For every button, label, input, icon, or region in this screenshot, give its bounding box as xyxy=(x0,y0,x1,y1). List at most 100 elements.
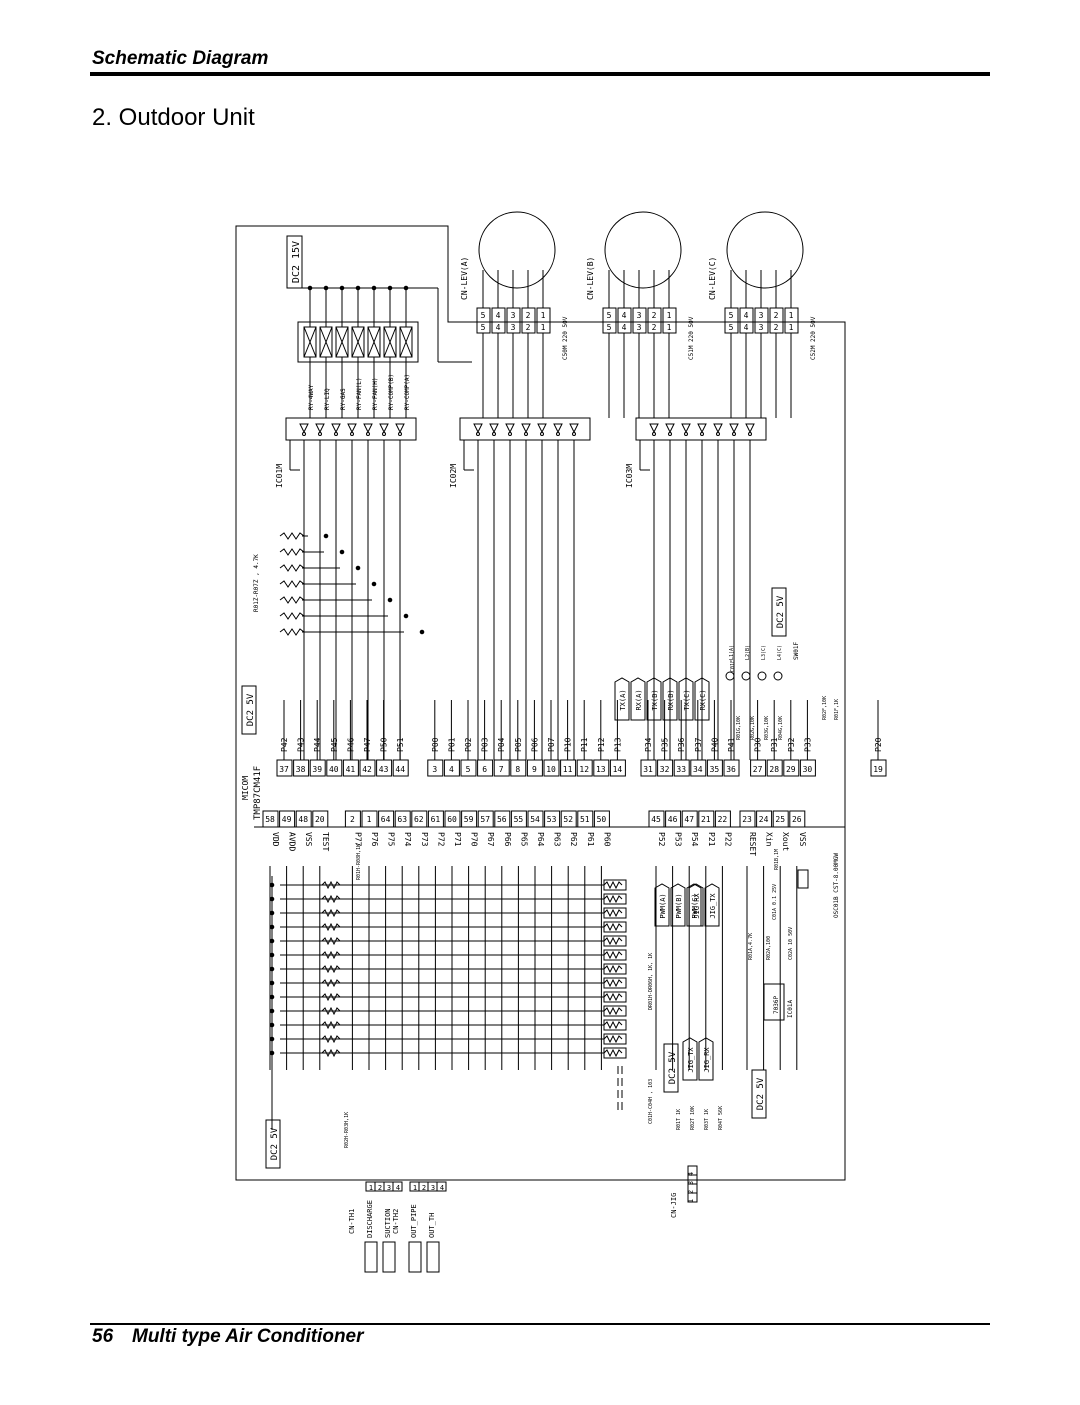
reset-ic-body xyxy=(763,983,785,1021)
micom-pin-box xyxy=(262,810,279,828)
micom-pin-box xyxy=(312,810,329,828)
buffer-gate xyxy=(299,423,309,434)
pin-number: 5 xyxy=(481,323,486,332)
pin-number: 4 xyxy=(496,311,501,320)
supply-5v-label: DC2 5V xyxy=(270,1127,280,1160)
micom-pin-number: 41 xyxy=(346,765,356,774)
relay-label: RY-LIQ xyxy=(324,388,331,410)
input-resistor xyxy=(321,936,341,946)
micom-pin-number: 33 xyxy=(676,765,686,774)
micom-pin-box xyxy=(477,810,494,828)
relay-label: RY-4WAY xyxy=(308,384,315,410)
reset-ic-label: IC01A xyxy=(787,1000,794,1018)
signal-tag-label: TX(C) xyxy=(683,689,691,710)
micom-label: MICOM xyxy=(241,776,250,800)
junction-dot xyxy=(387,597,393,603)
capacitor-label: C52M 220 50V xyxy=(810,316,817,360)
connector-pin-number: 3 xyxy=(687,1181,695,1185)
micom-pin-name: P42 xyxy=(280,737,289,752)
connector-pin xyxy=(687,1192,698,1203)
micom-pin-number: 46 xyxy=(668,815,678,824)
micom-pin-number: 23 xyxy=(742,815,752,824)
resistor-note: R01H-R08H,1K xyxy=(356,844,362,880)
relay-label: RY-FAN(H) xyxy=(372,377,379,410)
micom-pin-name: P53 xyxy=(674,832,683,847)
driver-ic-body xyxy=(459,417,591,441)
supply-5v-label: DC2 5V xyxy=(756,1077,766,1110)
signal-tag: TX(B) xyxy=(646,677,662,721)
connector-pin-number: 3 xyxy=(431,1184,435,1192)
signal-tag-label: RX(B) xyxy=(667,689,675,710)
supply-5v-thermistor: DC2 5V xyxy=(265,1119,281,1169)
connector-pin-number: 4 xyxy=(687,1172,695,1176)
input-resistor xyxy=(321,880,341,890)
lev-motor xyxy=(478,211,556,289)
micom-pin-number: 59 xyxy=(464,815,474,824)
micom-pin-name: P12 xyxy=(597,737,606,752)
micom-pin-box xyxy=(527,810,544,828)
pin-number: 5 xyxy=(607,311,612,320)
micom-pin-number: 60 xyxy=(447,815,457,824)
resistor-note: R02H-R03H,1K xyxy=(344,1112,350,1148)
pin-number: 5 xyxy=(481,311,486,320)
led xyxy=(725,671,735,681)
header-rule xyxy=(90,72,990,76)
micom-pin-number: 14 xyxy=(613,765,623,774)
input-resistor xyxy=(321,1006,341,1016)
supply-5v-label: DC2 5V xyxy=(246,693,256,726)
micom-pin-name: AVDD xyxy=(288,832,297,851)
input-resistor xyxy=(321,1048,341,1058)
micom-part-number: TMP87CM41F xyxy=(253,766,263,820)
micom-pin-name: P44 xyxy=(313,737,322,752)
signal-tag: RX(B) xyxy=(662,677,678,721)
driver-ic-label: IC02M xyxy=(449,464,458,488)
resistor-note: R01T 1K xyxy=(676,1109,682,1130)
micom-pin-box xyxy=(681,810,698,828)
pin-number: 1 xyxy=(541,311,546,320)
micom-pin-name: VSS xyxy=(304,832,313,847)
connector-pin-number: 4 xyxy=(396,1184,400,1192)
micom-pin-number: 62 xyxy=(414,815,424,824)
resistor-note: R01A,4.7K xyxy=(748,933,754,960)
junction-dot xyxy=(339,549,345,555)
signal-tag: JIG_TX xyxy=(682,1037,698,1081)
micom-pin-name: P73 xyxy=(420,832,429,847)
pin-number: 1 xyxy=(541,323,546,332)
thermistor-symbol xyxy=(382,1241,396,1273)
micom-pin-number: 55 xyxy=(514,815,524,824)
crystal xyxy=(797,869,809,889)
micom-pin-number: 5 xyxy=(466,765,471,774)
micom-pin-box xyxy=(544,810,561,828)
supply-5v-label: DC2 5V xyxy=(668,1051,678,1084)
micom-pin-number: 30 xyxy=(803,765,813,774)
micom-pin-name: RESET xyxy=(748,832,757,856)
micom-pin-name: P47 xyxy=(363,737,372,752)
connector-pin-number: 2 xyxy=(378,1184,382,1192)
led-label: L1(A) xyxy=(729,645,735,660)
relay-label: RY-COMP(B) xyxy=(388,374,395,410)
micom-pin-name: P13 xyxy=(613,737,622,752)
lev-connector-label: CN-LEV(B) xyxy=(586,257,595,300)
pin-number: 1 xyxy=(667,323,672,332)
micom-pin-number: 32 xyxy=(660,765,670,774)
micom-pin-name: P50 xyxy=(380,737,389,752)
micom-pin-box xyxy=(560,810,577,828)
resistor-note: R04T 56K xyxy=(718,1106,724,1130)
micom-pin-box xyxy=(648,810,665,828)
micom-pin-name: TEST xyxy=(321,832,330,851)
pin-number: 2 xyxy=(652,323,657,332)
led-label: L4(C) xyxy=(777,645,783,660)
micom-pin-number: 61 xyxy=(431,815,441,824)
micom-pin-number: 38 xyxy=(296,765,306,774)
buffer-gate xyxy=(505,423,515,434)
micom-pin-box xyxy=(411,810,428,828)
micom-pin-name: P64 xyxy=(536,832,545,847)
micom-pin-number: 36 xyxy=(726,765,736,774)
signal-tag-label: JIG_TX xyxy=(709,893,717,919)
micom-pin-name: P40 xyxy=(710,737,719,752)
buffer-gate xyxy=(569,423,579,434)
micom-pin-box xyxy=(461,810,478,828)
signal-tag: RX(C) xyxy=(694,677,710,721)
micom-pin-name: P06 xyxy=(530,737,539,752)
